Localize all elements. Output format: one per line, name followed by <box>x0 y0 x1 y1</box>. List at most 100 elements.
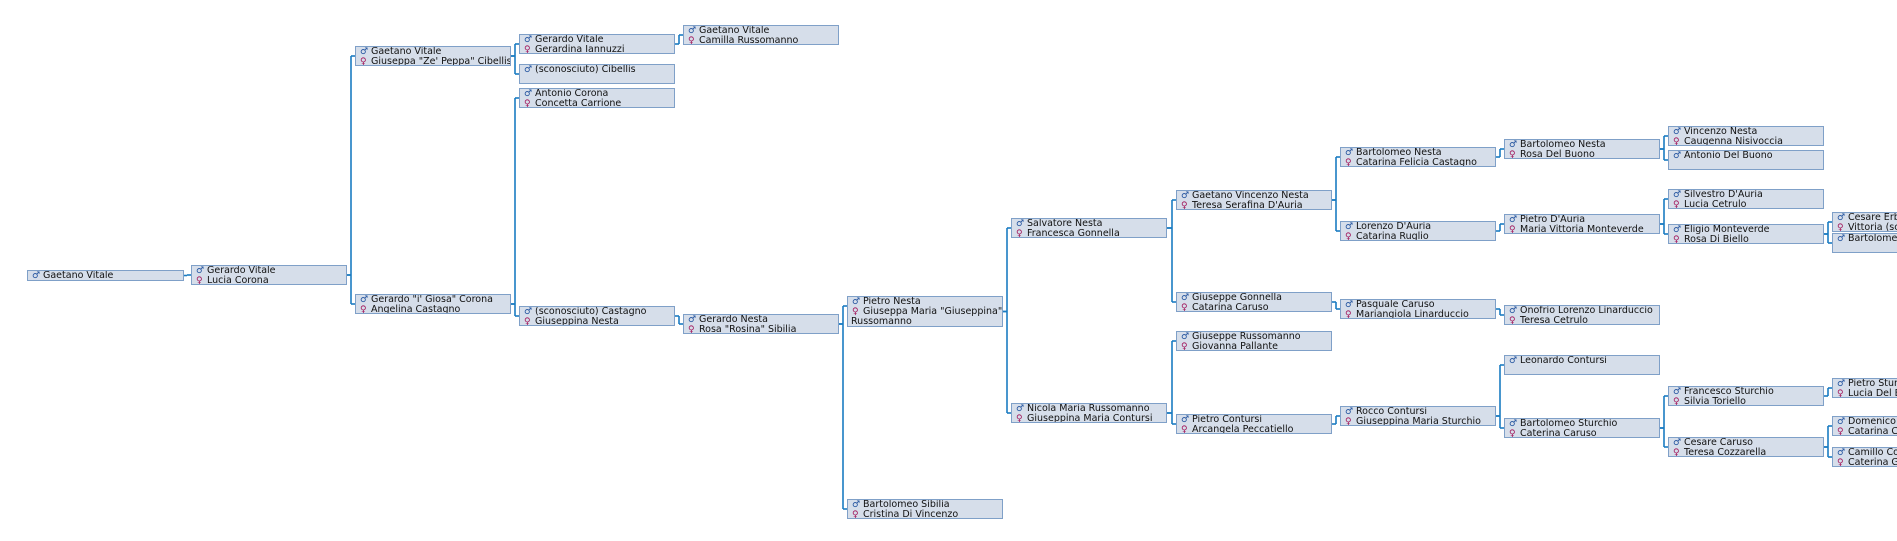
father-line: ♂Domenico <box>1833 417 1897 427</box>
person-box[interactable]: ♂Francesco Sturchio♀Silvia Toriello <box>1668 386 1824 406</box>
person-box[interactable]: ♂Antonio Corona♀Concetta Carrione <box>519 88 675 108</box>
male-icon: ♂ <box>524 35 533 45</box>
person-box[interactable]: ♂Bartolomeo <box>1832 233 1897 253</box>
person-box[interactable]: ♂Gaetano Vitale <box>27 270 184 281</box>
person-box[interactable]: ♂Bartolomeo Sturchio♀Caterina Caruso <box>1504 418 1660 438</box>
father-line: ♂Rocco Contursi <box>1341 407 1495 417</box>
father-line: ♂Salvatore Nesta <box>1012 219 1166 229</box>
male-name: Antonio Corona <box>535 88 609 99</box>
mother-line: ♀Caugenna Nisivoccia <box>1669 137 1823 146</box>
father-line: ♂Gaetano Vitale <box>28 270 183 281</box>
person-box[interactable]: ♂Bartolomeo Sibilia♀Cristina Di Vincenzo <box>847 499 1003 519</box>
father-line: ♂Cesare Caruso <box>1669 438 1823 448</box>
male-icon: ♂ <box>1509 419 1518 429</box>
male-icon: ♂ <box>524 65 533 75</box>
female-icon: ♀ <box>852 307 859 317</box>
female-name: Arcangela Peccatiello <box>1192 424 1294 434</box>
male-name: Cesare Caruso <box>1684 437 1753 448</box>
person-box[interactable]: ♂(sconosciuto) Cibellis <box>519 64 675 84</box>
mother-line: ♀Maria Vittoria Monteverde <box>1505 225 1659 234</box>
person-box[interactable]: ♂Gaetano Vitale♀Camilla Russomanno <box>683 25 839 45</box>
person-box[interactable]: ♂Gerardo Nesta♀Rosa "Rosina" Sibilia <box>683 314 839 334</box>
female-icon: ♀ <box>1673 137 1680 146</box>
person-box[interactable]: ♂Eligio Monteverde♀Rosa Di Biello <box>1668 224 1824 244</box>
male-name: Francesco Sturchio <box>1684 386 1774 397</box>
father-line: ♂Gerardo "i' Giosa" Corona <box>356 295 510 305</box>
father-line: ♂Bartolomeo <box>1833 234 1897 244</box>
mother-line: ♀Francesca Gonnella <box>1012 229 1166 238</box>
person-box[interactable]: ♂Nicola Maria Russomanno♀Giuseppina Mari… <box>1011 403 1167 423</box>
person-box[interactable]: ♂Pietro D'Auria♀Maria Vittoria Monteverd… <box>1504 214 1660 234</box>
male-name: (sconosciuto) Cibellis <box>535 64 636 75</box>
father-line: ♂Vincenzo Nesta <box>1669 127 1823 137</box>
person-box[interactable]: ♂Gerardo Vitale♀Gerardina Iannuzzi <box>519 34 675 54</box>
person-box[interactable]: ♂Salvatore Nesta♀Francesca Gonnella <box>1011 218 1167 238</box>
person-box[interactable]: ♂Pietro Contursi♀Arcangela Peccatiello <box>1176 414 1332 434</box>
male-icon: ♂ <box>1837 379 1846 389</box>
mother-line: ♀Teresa Serafina D'Auria <box>1177 201 1331 210</box>
mother-line: ♀Cristina Di Vincenzo <box>848 510 1002 519</box>
father-line: ♂Camillo Co <box>1833 448 1897 458</box>
person-box[interactable]: ♂Onofrio Lorenzo Linarduccio♀Teresa Cetr… <box>1504 305 1660 325</box>
mother-line: ♀Caterina G <box>1833 458 1897 467</box>
male-name: Rocco Contursi <box>1356 406 1427 417</box>
female-icon: ♀ <box>1181 201 1188 210</box>
father-line: ♂Cesare Erb <box>1833 213 1897 223</box>
person-box[interactable]: ♂Gerardo Vitale♀Lucia Corona <box>191 265 347 285</box>
mother-line: ♀Giuseppa "Ze' Peppa" Cibellis <box>356 57 510 66</box>
female-icon: ♀ <box>1509 429 1516 438</box>
female-name: Gerardina Iannuzzi <box>535 44 625 54</box>
male-name: Gaetano Vitale <box>43 270 114 281</box>
male-icon: ♂ <box>1181 191 1190 201</box>
female-name: Lucia Cetrulo <box>1684 199 1747 209</box>
female-name: Maria Vittoria Monteverde <box>1520 224 1644 234</box>
person-box[interactable]: ♂Bartolomeo Nesta♀Catarina Felicia Casta… <box>1340 147 1496 167</box>
male-name: Silvestro D'Auria <box>1684 189 1763 200</box>
person-box[interactable]: ♂Domenico♀Catarina C <box>1832 416 1897 436</box>
person-box[interactable]: ♂Gaetano Vitale♀Giuseppa "Ze' Peppa" Cib… <box>355 46 511 66</box>
female-name: Catarina C <box>1848 426 1897 436</box>
father-line: ♂Gaetano Vitale <box>684 26 838 36</box>
mother-line: ♀Camilla Russomanno <box>684 36 838 45</box>
mother-line: ♀Mariangiola Linarduccio <box>1341 310 1495 319</box>
person-box[interactable]: ♂Silvestro D'Auria♀Lucia Cetrulo <box>1668 189 1824 209</box>
person-box[interactable]: ♂Vincenzo Nesta♀Caugenna Nisivoccia <box>1668 126 1824 146</box>
person-box[interactable]: ♂Giuseppe Gonnella♀Catarina Caruso <box>1176 292 1332 312</box>
person-box[interactable]: ♂Leonardo Contursi <box>1504 355 1660 375</box>
female-icon: ♀ <box>524 317 531 326</box>
person-box[interactable]: ♂Camillo Co♀Caterina G <box>1832 447 1897 467</box>
person-box[interactable]: ♂Bartolomeo Nesta♀Rosa Del Buono <box>1504 139 1660 159</box>
mother-line: ♀Rosa "Rosina" Sibilia <box>684 325 838 334</box>
father-line: ♂Bartolomeo Nesta <box>1341 148 1495 158</box>
person-box[interactable]: ♂Antonio Del Buono <box>1668 150 1824 170</box>
person-box[interactable]: ♂Rocco Contursi♀Giuseppina Maria Sturchi… <box>1340 406 1496 426</box>
person-box[interactable]: ♂Giuseppe Russomanno♀Giovanna Pallante <box>1176 331 1332 351</box>
female-icon: ♀ <box>1345 158 1352 167</box>
person-box[interactable]: ♂Pietro Nesta♀Giuseppa Maria "Giuseppina… <box>847 296 1003 327</box>
female-icon: ♀ <box>1837 389 1844 398</box>
father-line: ♂Francesco Sturchio <box>1669 387 1823 397</box>
male-icon: ♂ <box>1509 140 1518 150</box>
person-box[interactable]: ♂Pietro Sturc♀Lucia Del B <box>1832 378 1897 398</box>
female-name: Catarina Caruso <box>1192 302 1269 312</box>
male-icon: ♂ <box>360 47 369 57</box>
male-icon: ♂ <box>1673 151 1682 161</box>
person-box[interactable]: ♂Cesare Caruso♀Teresa Cozzarella <box>1668 437 1824 457</box>
person-box[interactable]: ♂Gaetano Vincenzo Nesta♀Teresa Serafina … <box>1176 190 1332 210</box>
father-line: ♂Pietro D'Auria <box>1505 215 1659 225</box>
female-icon: ♀ <box>1837 223 1844 232</box>
female-icon: ♀ <box>1509 316 1516 325</box>
female-icon: ♀ <box>1016 414 1023 423</box>
male-icon: ♂ <box>1837 213 1846 223</box>
male-name: Vincenzo Nesta <box>1684 126 1758 137</box>
male-icon: ♂ <box>1345 148 1354 158</box>
female-name: Mariangiola Linarduccio <box>1356 309 1469 319</box>
person-box[interactable]: ♂Pasquale Caruso♀Mariangiola Linarduccio <box>1340 299 1496 319</box>
person-box[interactable]: ♂Gerardo "i' Giosa" Corona♀Angelina Cast… <box>355 294 511 314</box>
person-box[interactable]: ♂Cesare Erb♀Vittoria (sc <box>1832 212 1897 232</box>
father-line: ♂Pietro Contursi <box>1177 415 1331 425</box>
person-box[interactable]: ♂(sconosciuto) Castagno♀Giuseppina Nesta <box>519 306 675 326</box>
person-box[interactable]: ♂Lorenzo D'Auria♀Catarina Ruglio <box>1340 221 1496 241</box>
male-icon: ♂ <box>1837 448 1846 458</box>
male-icon: ♂ <box>1673 225 1682 235</box>
